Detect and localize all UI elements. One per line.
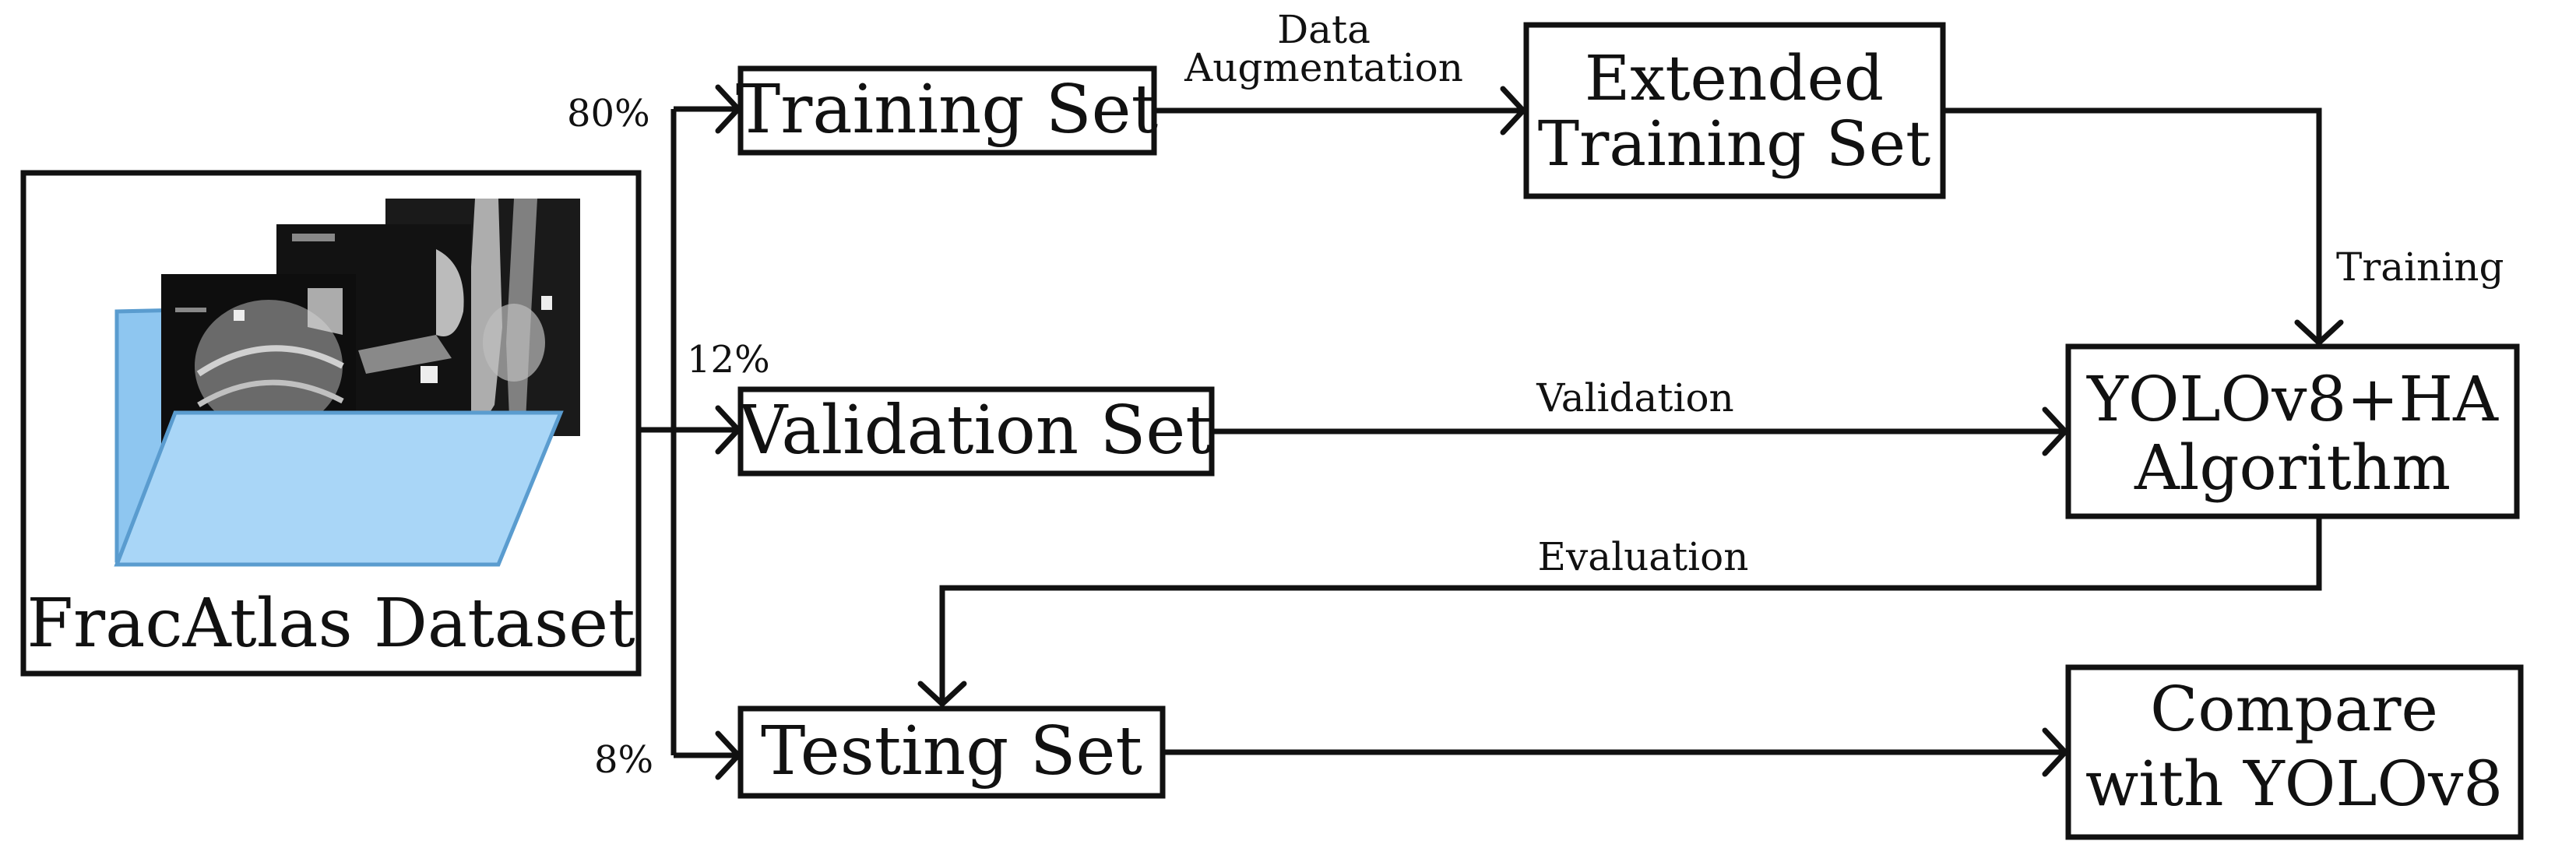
training-set-node: Training Set <box>736 65 1158 156</box>
training-set-box <box>737 65 1157 156</box>
validation-edge-arrowhead <box>2042 406 2068 456</box>
split-testing-percent: 8% <box>594 738 653 782</box>
dataset-label: FracAtlas Dataset <box>26 585 635 663</box>
testing-set-node: Testing Set <box>737 705 1166 799</box>
split-training-percent: 80% <box>567 92 650 135</box>
testing-to-compare-edge-arrowhead <box>2042 727 2068 777</box>
testing-set-label: Testing Set <box>761 712 1142 790</box>
evaluation-edge-line <box>939 516 2322 702</box>
training-edge-arrowhead <box>2294 319 2344 346</box>
dataset-folder-icon <box>114 199 580 567</box>
algorithm-label-line1: YOLOv8+HA <box>2086 363 2499 435</box>
augmentation-edge-arrowhead <box>1500 86 1526 135</box>
augmentation-edge-label-line1: Data <box>1277 7 1371 52</box>
compare-label-line2: with YOLOv8 <box>2085 748 2503 820</box>
extended-training-set-node: Extended Training Set <box>1523 22 1946 199</box>
validation-edge-label: Validation <box>1536 375 1734 420</box>
testing-set-box <box>737 705 1166 799</box>
xray-image-3 <box>385 199 580 436</box>
training-edge-label: Training <box>2336 245 2504 290</box>
extended-training-set-label-line2: Training Set <box>1538 107 1930 180</box>
training-edge-line <box>1943 107 2322 341</box>
compare-node: Compare with YOLOv8 <box>2065 664 2524 840</box>
algorithm-node: YOLOv8+HA Algorithm <box>2065 343 2520 519</box>
algorithm-label-line2: Algorithm <box>2134 431 2451 504</box>
evaluation-edge-arrowhead <box>917 681 967 707</box>
training-set-label: Training Set <box>736 71 1158 149</box>
compare-box <box>2065 664 2524 840</box>
folder-front-shape <box>114 410 564 567</box>
split-validation-percent: 12% <box>687 338 770 382</box>
compare-label-line1: Compare <box>2150 673 2438 745</box>
validation-set-label: Validation Set <box>738 392 1212 470</box>
validation-set-node: Validation Set <box>737 386 1215 477</box>
algorithm-box <box>2065 343 2520 519</box>
dataset-node: FracAtlas Dataset <box>20 170 642 677</box>
extended-training-set-box <box>1523 22 1946 199</box>
extended-training-set-label-line1: Extended <box>1585 42 1884 114</box>
evaluation-edge-label: Evaluation <box>1538 534 1749 579</box>
augmentation-edge-label-line2: Augmentation <box>1184 45 1463 90</box>
